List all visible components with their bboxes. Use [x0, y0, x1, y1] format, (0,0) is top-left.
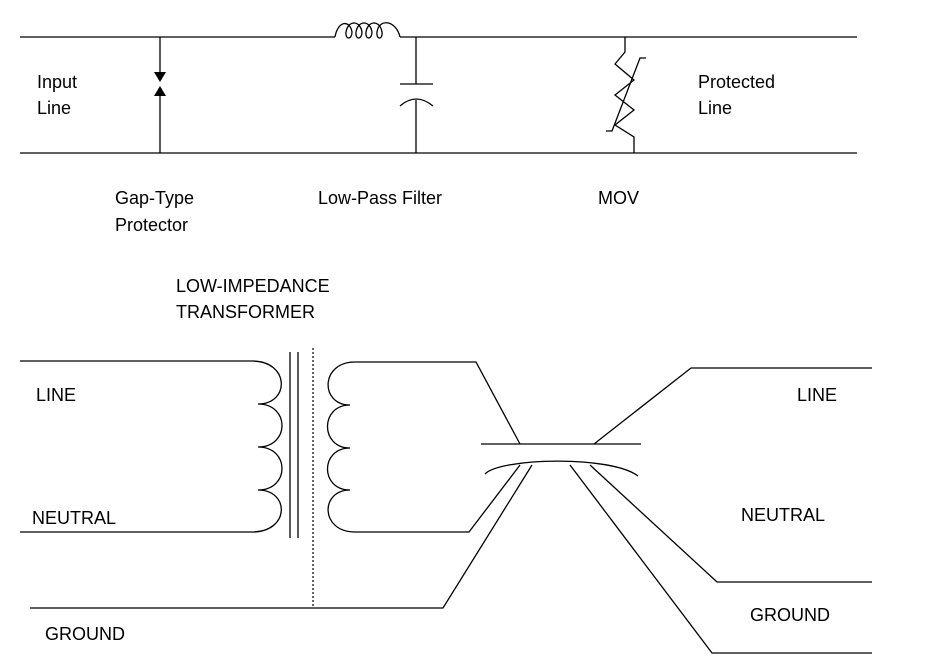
secondary-neutral-wire	[355, 464, 521, 533]
left-ground-label: GROUND	[45, 624, 125, 644]
right-ground-label: GROUND	[750, 605, 830, 625]
low-pass-filter-label: Low-Pass Filter	[318, 188, 442, 208]
secondary-coil	[327, 361, 356, 533]
transformer-core	[289, 352, 299, 538]
left-neutral-label: NEUTRAL	[32, 508, 116, 528]
secondary-line-wire	[355, 361, 521, 445]
input-line-label-2: Line	[37, 98, 71, 118]
left-line-label: LINE	[36, 385, 76, 405]
gap-type-label-2: Protector	[115, 215, 188, 235]
transformer-label-1: LOW-IMPEDANCE	[176, 276, 330, 296]
right-ground-wire	[569, 464, 872, 654]
capacitor-symbol	[399, 37, 434, 153]
protected-line-label-1: Protected	[698, 72, 775, 92]
top-circuit: Input Line Protected Line Gap-Type Prote…	[20, 22, 857, 235]
gap-type-protector-symbol	[154, 37, 166, 153]
right-line-label: LINE	[797, 385, 837, 405]
right-neutral-label: NEUTRAL	[741, 505, 825, 525]
primary-coil	[251, 360, 283, 533]
transformer-label-2: TRANSFORMER	[176, 302, 315, 322]
mov-symbol	[606, 37, 646, 153]
bottom-circuit: LOW-IMPEDANCE TRANSFORMER LINE NEUTRAL G…	[20, 276, 872, 654]
mov-label: MOV	[598, 188, 639, 208]
protected-line-label-2: Line	[698, 98, 732, 118]
connector-arc	[484, 460, 639, 477]
left-ground-wire	[30, 464, 533, 609]
input-line-label-1: Input	[37, 72, 77, 92]
inductor-symbol	[334, 22, 401, 39]
right-neutral-wire	[589, 464, 872, 583]
right-line-wire	[593, 367, 872, 445]
gap-type-label-1: Gap-Type	[115, 188, 194, 208]
